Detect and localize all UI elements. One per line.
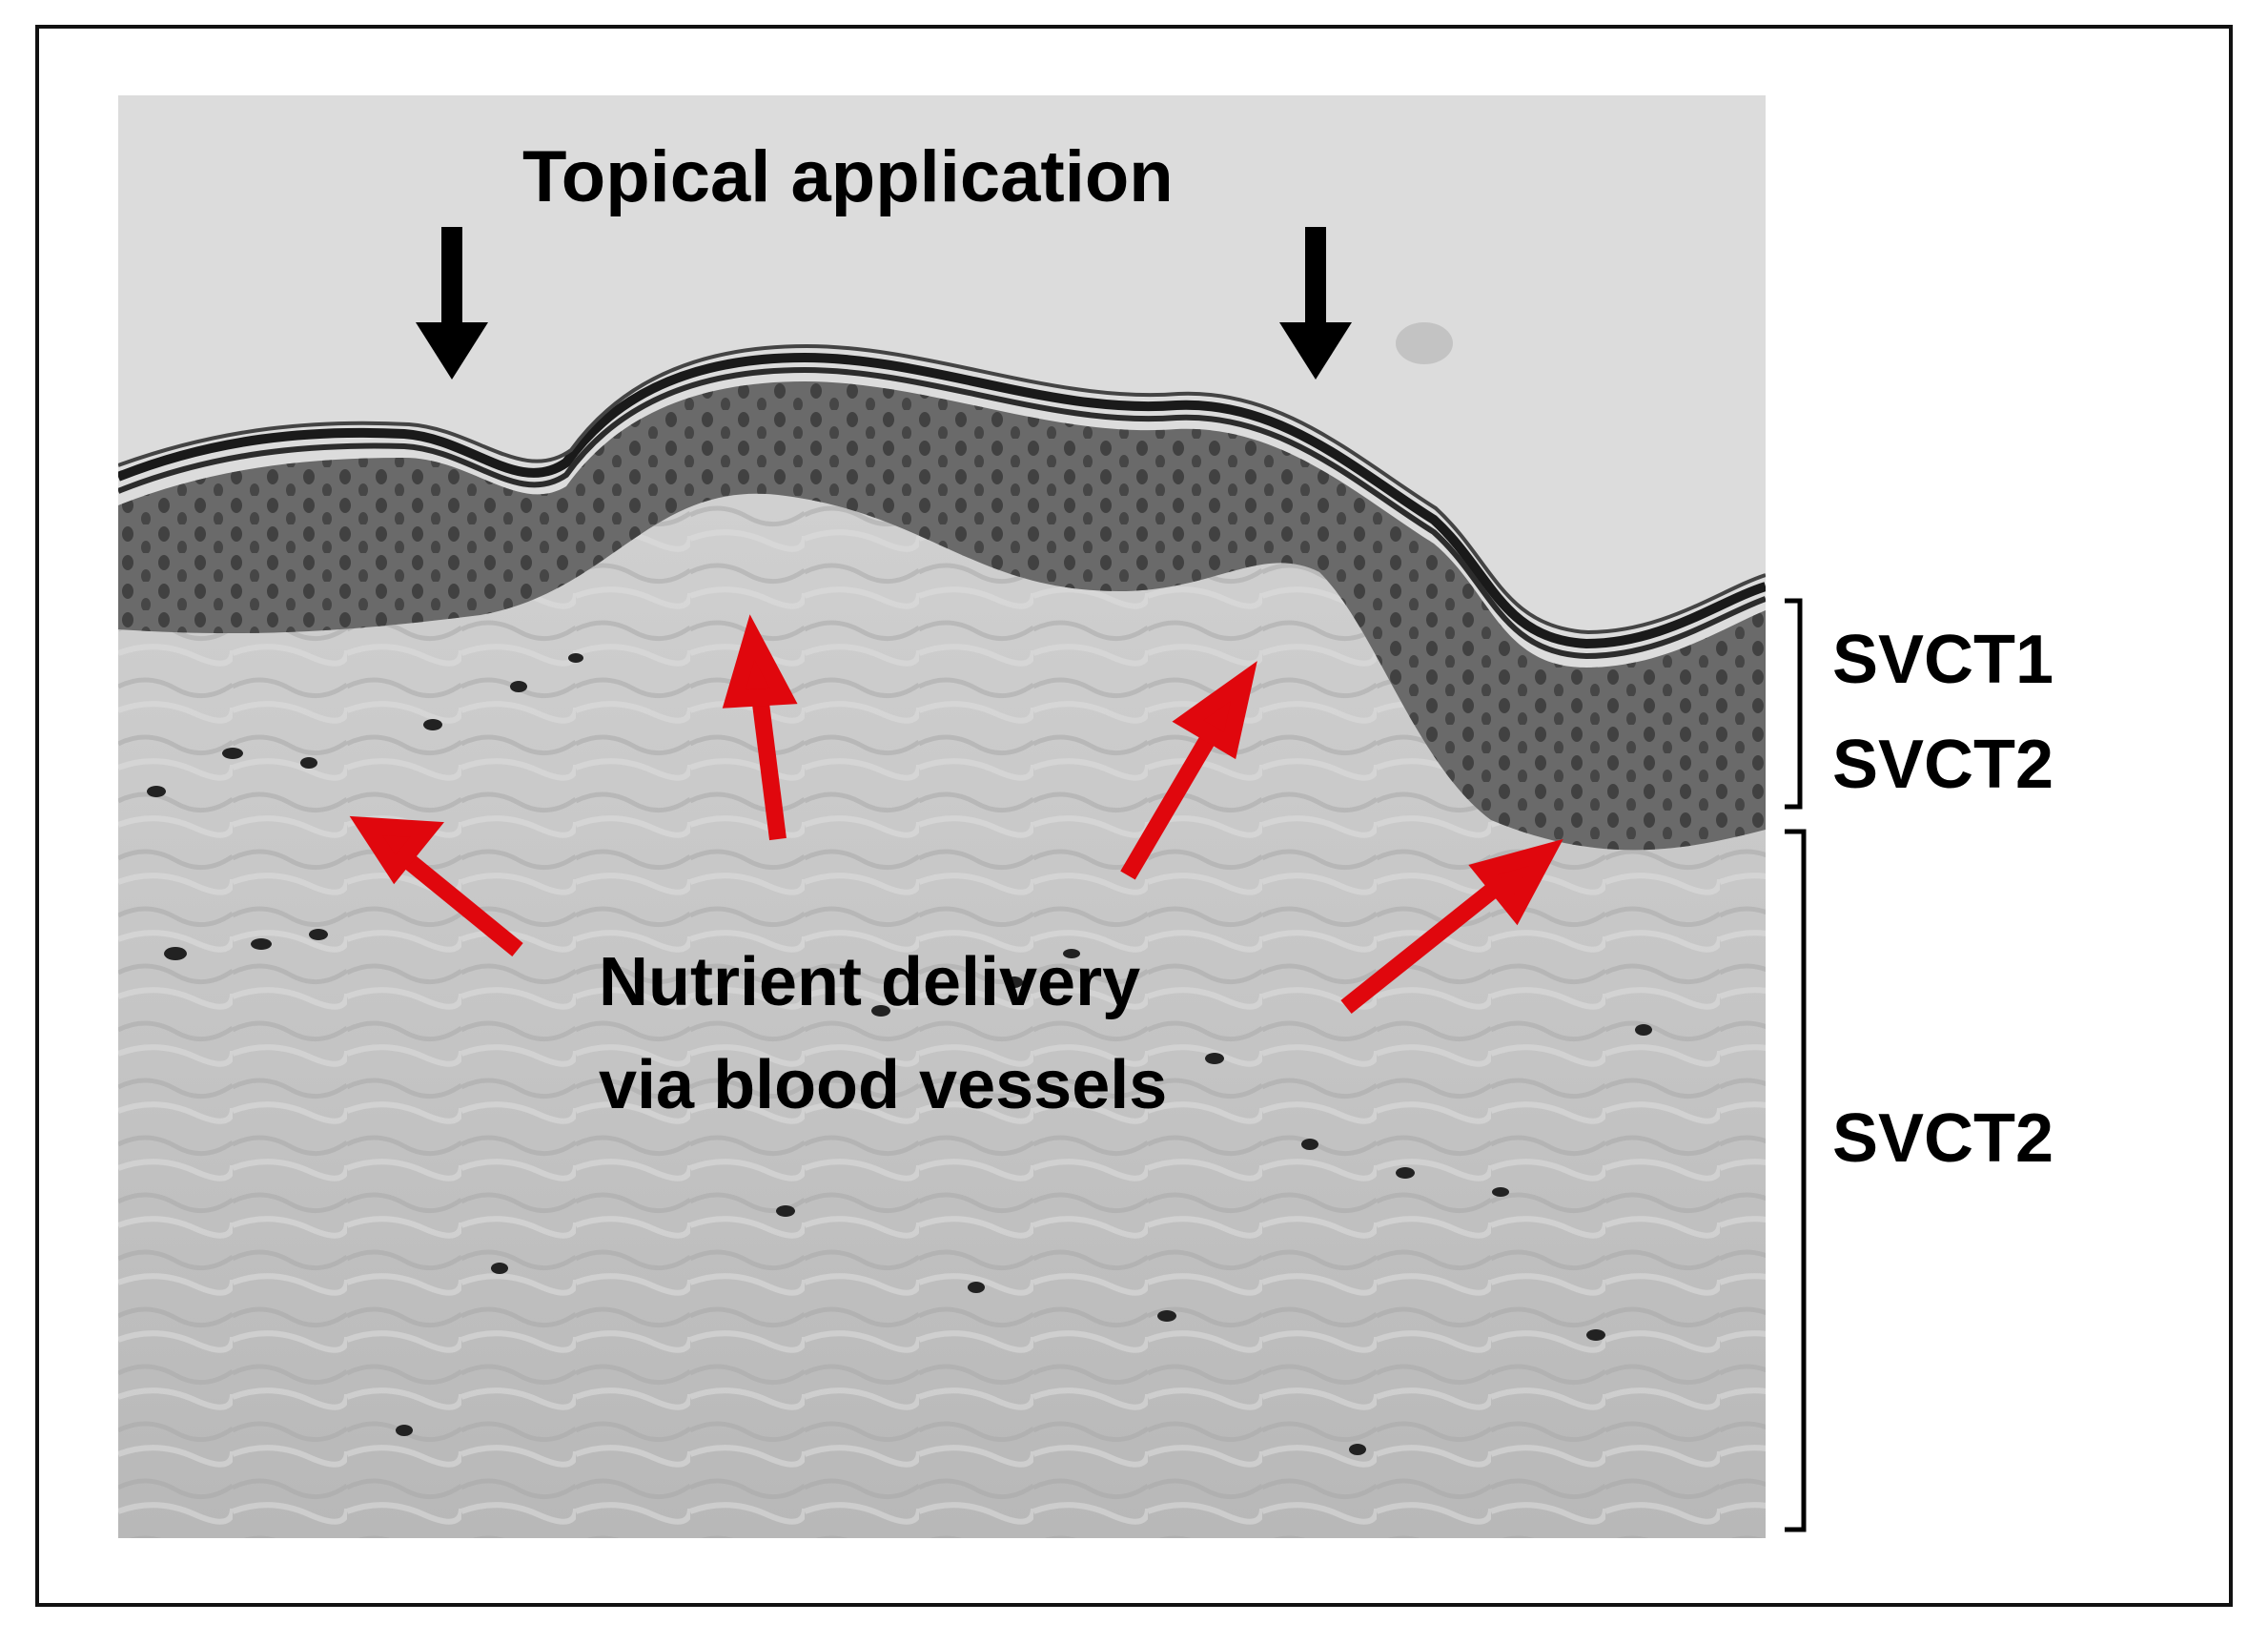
nutrient-delivery-line2: via blood vessels xyxy=(599,1047,1168,1123)
nutrient-delivery-label: Nutrient delivery via blood vessels xyxy=(599,931,1167,1137)
svct2-upper-label: SVCT2 xyxy=(1832,727,2054,803)
skin-histology-micrograph xyxy=(118,95,1766,1538)
svct1-label: SVCT1 xyxy=(1832,622,2054,698)
histology-image xyxy=(118,95,1766,1538)
nutrient-delivery-line1: Nutrient delivery xyxy=(599,944,1141,1020)
svct2-lower-label: SVCT2 xyxy=(1832,1100,2054,1177)
topical-application-label: Topical application xyxy=(522,136,1174,217)
